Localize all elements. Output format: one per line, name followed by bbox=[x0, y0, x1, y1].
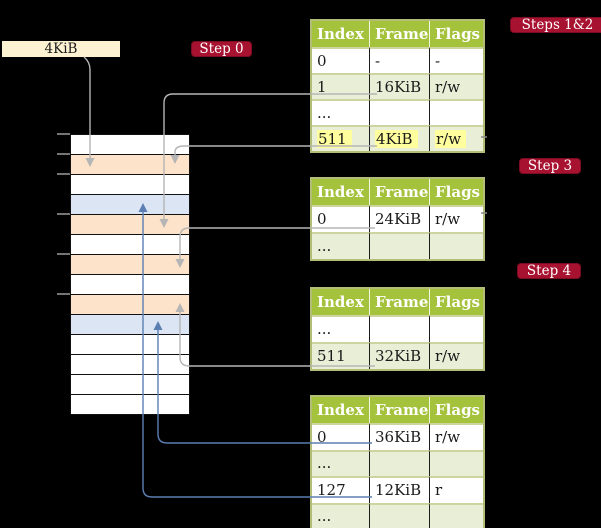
table-cell: 0 bbox=[312, 423, 369, 450]
memory-frame-row-white bbox=[71, 334, 189, 354]
table-row: 511 4KiB r/w bbox=[312, 125, 483, 151]
table-row: ... bbox=[312, 315, 483, 342]
memory-frame-row-white bbox=[71, 354, 189, 374]
badge-step-3: Step 3 bbox=[519, 158, 581, 174]
memory-frame-row-peach bbox=[71, 214, 189, 234]
table-cell: r/w bbox=[429, 125, 483, 151]
column-header: Flags bbox=[429, 289, 483, 315]
table-cell: 24KiB bbox=[369, 205, 429, 232]
table-cell: r/w bbox=[429, 423, 483, 450]
table-cell: - bbox=[429, 47, 483, 73]
column-header: Index bbox=[312, 289, 369, 315]
table-cell bbox=[369, 449, 429, 476]
table-row: ... bbox=[312, 232, 483, 259]
table-row: ... bbox=[312, 99, 483, 125]
table-cell: 32KiB bbox=[369, 342, 429, 369]
column-header: Flags bbox=[429, 21, 483, 47]
table-cell bbox=[429, 99, 483, 125]
table-cell: 0 bbox=[312, 47, 369, 73]
badge-steps-1-2: Steps 1&2 bbox=[510, 17, 601, 33]
physical-memory-column bbox=[70, 134, 190, 415]
memory-frame-row-white bbox=[71, 174, 189, 194]
table-cell: r bbox=[429, 476, 483, 503]
table-cell: - bbox=[369, 47, 429, 73]
table-cell: ... bbox=[312, 99, 369, 125]
table-cell: ... bbox=[312, 232, 369, 259]
table-cell: 1 bbox=[312, 73, 369, 99]
column-header: Flags bbox=[429, 397, 483, 423]
memory-frame-row-blue bbox=[71, 314, 189, 334]
memory-frame-row-white bbox=[71, 135, 189, 154]
memory-frame-row-white bbox=[71, 274, 189, 294]
table-cell: ... bbox=[312, 315, 369, 342]
table-row: ... bbox=[312, 449, 483, 476]
frame-size-label: 4KiB bbox=[2, 41, 120, 57]
highlighted-value: r/w bbox=[435, 129, 467, 148]
table-cell bbox=[429, 315, 483, 342]
table-cell bbox=[369, 232, 429, 259]
column-header: Index bbox=[312, 397, 369, 423]
column-header: Index bbox=[312, 179, 369, 205]
highlighted-value: 511 bbox=[317, 129, 352, 148]
table-cell bbox=[369, 502, 429, 528]
table-cell: ... bbox=[312, 502, 369, 528]
memory-frame-row-white bbox=[71, 394, 189, 414]
column-header: Frame bbox=[369, 179, 429, 205]
table-cell: 0 bbox=[312, 205, 369, 232]
column-header: Frame bbox=[369, 21, 429, 47]
highlighted-value: 4KiB bbox=[375, 129, 418, 148]
memory-tick-marks bbox=[57, 133, 70, 295]
table-cell bbox=[429, 502, 483, 528]
badge-step-0: Step 0 bbox=[191, 41, 252, 57]
memory-frame-row-peach bbox=[71, 254, 189, 274]
table-cell bbox=[369, 99, 429, 125]
table-cell: 16KiB bbox=[369, 73, 429, 99]
table-cell bbox=[429, 449, 483, 476]
memory-frame-row-white bbox=[71, 234, 189, 254]
table-cell: r/w bbox=[429, 73, 483, 99]
table-cell: 12KiB bbox=[369, 476, 429, 503]
table-cell bbox=[429, 232, 483, 259]
column-header: Index bbox=[312, 21, 369, 47]
memory-frame-row-peach bbox=[71, 294, 189, 314]
table-cell: 511 bbox=[312, 125, 369, 151]
memory-frame-row-peach bbox=[71, 154, 189, 174]
badge-step-4: Step 4 bbox=[517, 263, 581, 279]
table-cell: r/w bbox=[429, 342, 483, 369]
table-row: 0-- bbox=[312, 47, 483, 73]
table-cell bbox=[369, 315, 429, 342]
column-header: Flags bbox=[429, 179, 483, 205]
table-row: ... bbox=[312, 502, 483, 528]
memory-frame-row-blue bbox=[71, 194, 189, 214]
table-cell: 511 bbox=[312, 342, 369, 369]
column-header: Frame bbox=[369, 397, 429, 423]
table-cell: 127 bbox=[312, 476, 369, 503]
table-cell: 36KiB bbox=[369, 423, 429, 450]
table-cell: ... bbox=[312, 449, 369, 476]
memory-frame-row-white bbox=[71, 374, 189, 394]
table-cell: r/w bbox=[429, 205, 483, 232]
table-cell: 4KiB bbox=[369, 125, 429, 151]
column-header: Frame bbox=[369, 289, 429, 315]
